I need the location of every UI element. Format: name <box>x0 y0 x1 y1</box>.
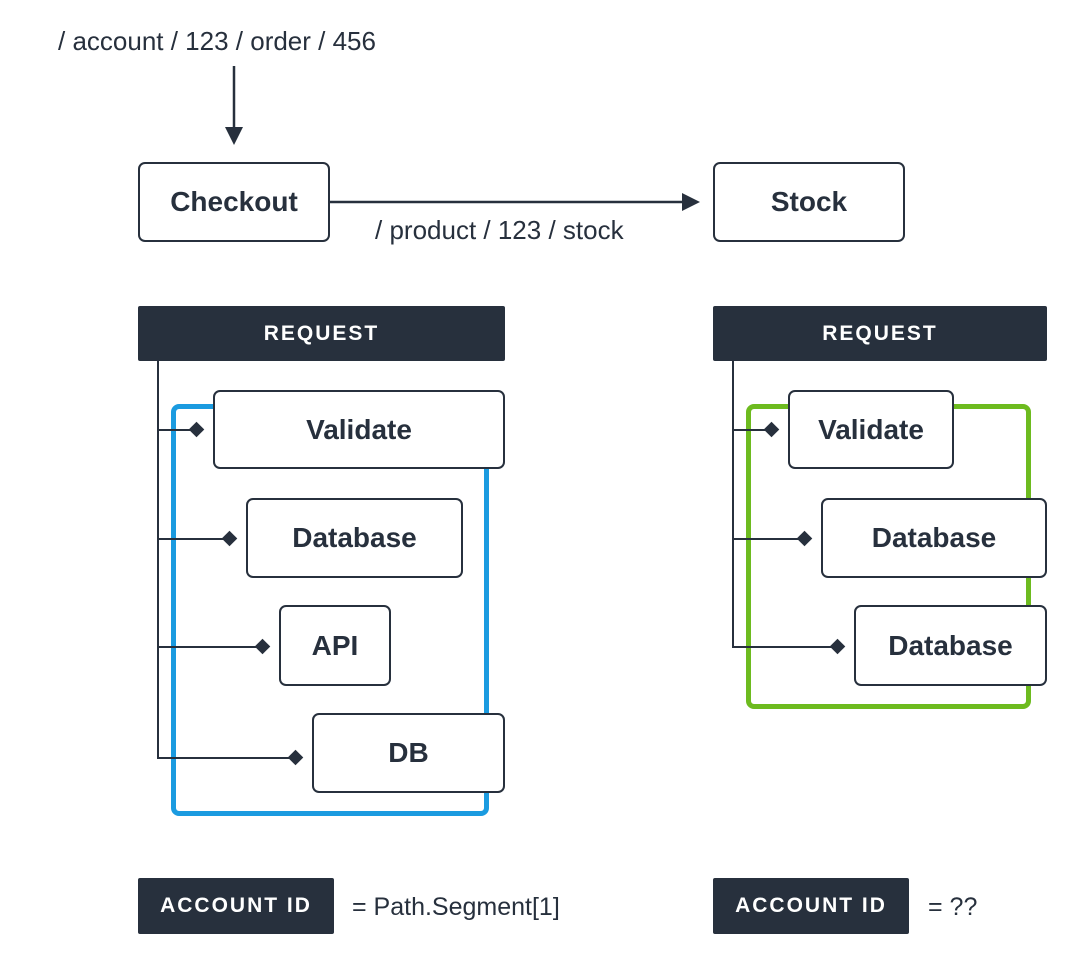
stock-service-box: Stock <box>713 162 905 242</box>
checkout-service-box: Checkout <box>138 162 330 242</box>
right-account-id-value: = ?? <box>928 893 978 921</box>
right-connector-database-2 <box>732 646 842 648</box>
left-step-validate: Validate <box>213 390 505 469</box>
left-step-database: Database <box>246 498 463 578</box>
left-account-id-value: = Path.Segment[1] <box>352 893 560 921</box>
right-pipeline-spine <box>732 361 734 648</box>
left-step-api: API <box>279 605 391 686</box>
incoming-path-label: / account / 123 / order / 456 <box>58 26 376 56</box>
left-connector-validate <box>157 429 201 431</box>
right-step-database-1: Database <box>821 498 1047 578</box>
left-connector-db <box>157 757 300 759</box>
right-step-validate: Validate <box>788 390 954 469</box>
left-account-id-badge: ACCOUNT ID <box>138 878 334 934</box>
left-pipeline-spine <box>157 361 159 759</box>
left-connector-database <box>157 538 234 540</box>
left-step-db: DB <box>312 713 505 793</box>
right-connector-validate <box>732 429 776 431</box>
right-account-id-badge: ACCOUNT ID <box>713 878 909 934</box>
right-request-header: REQUEST <box>713 306 1047 361</box>
right-step-database-2: Database <box>854 605 1047 686</box>
right-arrow-head <box>682 193 700 211</box>
left-connector-api <box>157 646 267 648</box>
down-arrow-head <box>225 127 243 145</box>
outgoing-path-label: / product / 123 / stock <box>375 215 624 245</box>
right-connector-database-1 <box>732 538 809 540</box>
left-request-header: REQUEST <box>138 306 505 361</box>
